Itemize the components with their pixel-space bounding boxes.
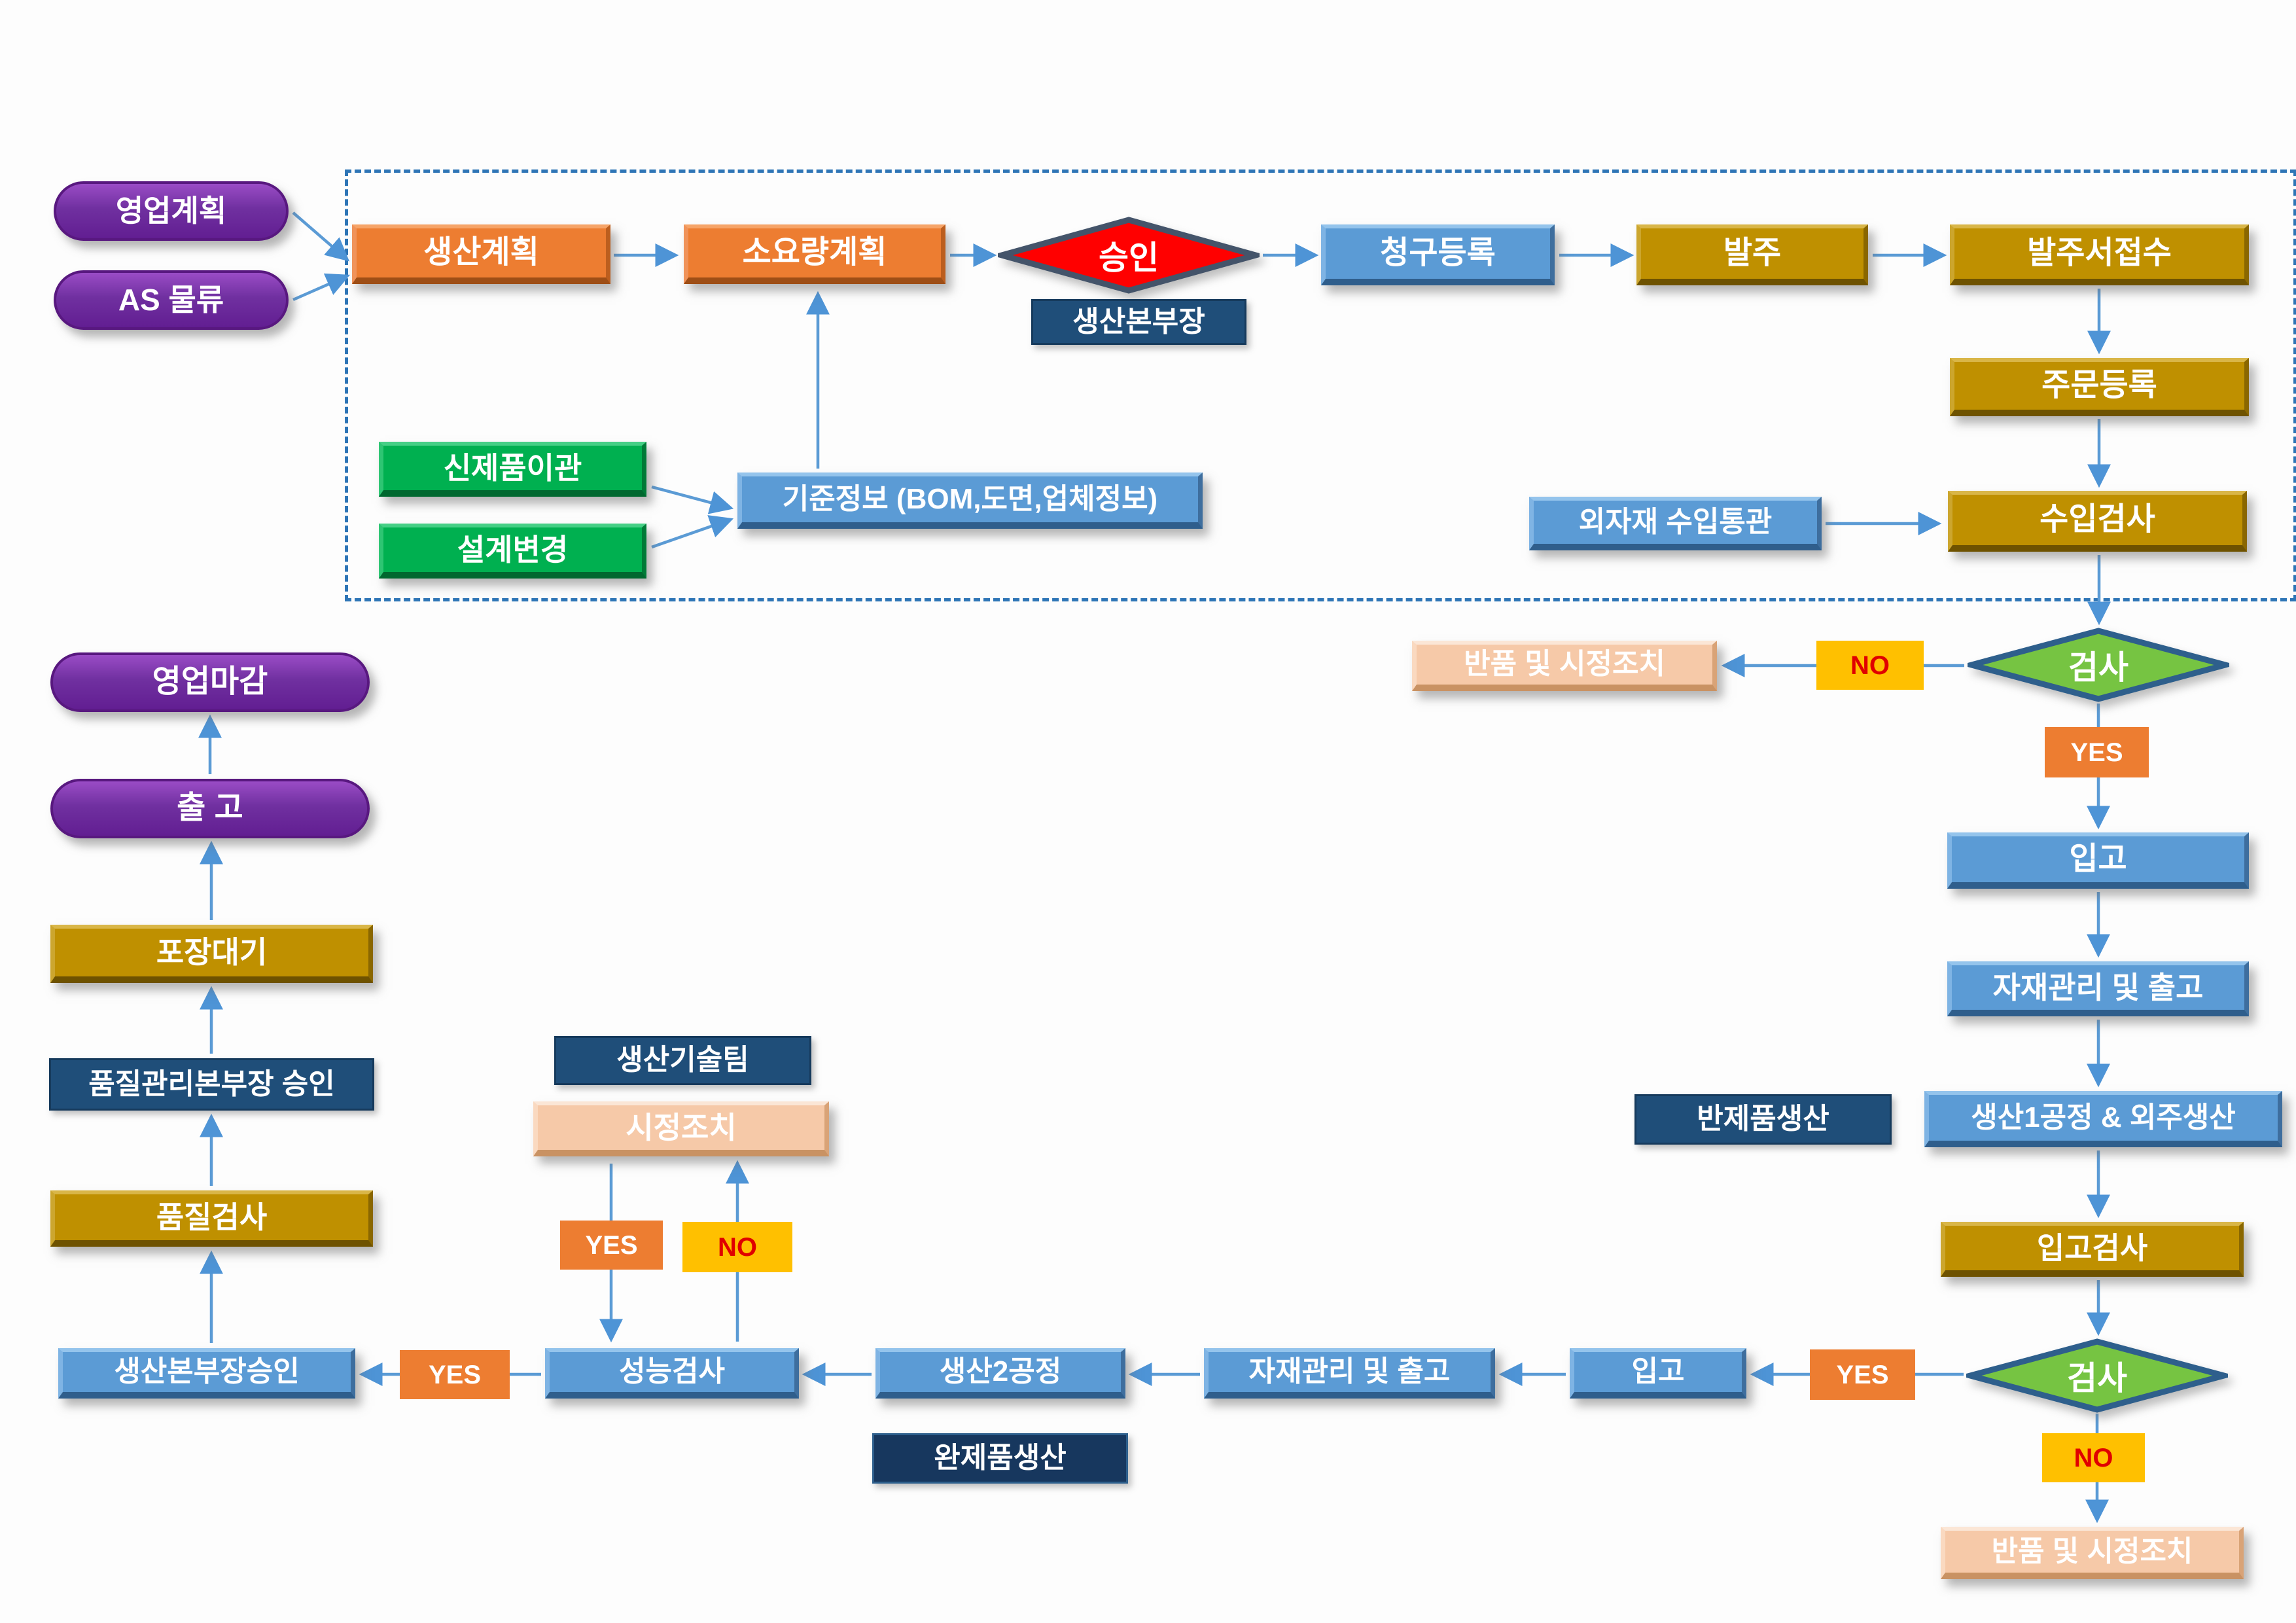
- badge-yes-bottom-right: YES: [1810, 1349, 1915, 1400]
- diamond-shape: [1966, 1338, 2228, 1413]
- decision-label: 승인: [1099, 240, 1159, 276]
- label-prod-tech-team: 생산기술팀: [554, 1036, 811, 1085]
- arrow-aslogistics-productionplan: [292, 273, 350, 302]
- node-import-inspection: 수입검사: [1948, 491, 2247, 552]
- node-incoming-inspection: 입고검사: [1941, 1222, 2244, 1277]
- node-label: 시정조치: [626, 1110, 737, 1145]
- badge-label: YES: [585, 1230, 638, 1260]
- node-label: 반품 및 시정조치: [1464, 648, 1665, 681]
- diamond-shape: [998, 217, 1260, 294]
- node-label: 외자재 수입통관: [1578, 505, 1773, 538]
- node-label: 생산기술팀: [616, 1044, 749, 1077]
- node-label: 설계변경: [457, 532, 569, 567]
- node-as-logistics: AS 물류: [54, 270, 289, 330]
- node-label: 성능검사: [619, 1355, 725, 1388]
- node-label: 주문등록: [2041, 368, 2157, 403]
- decision-label: 검사: [2068, 649, 2128, 686]
- badge-yes-mid: YES: [560, 1221, 663, 1270]
- node-material-out-right: 자재관리 및 출고: [1947, 961, 2249, 1016]
- badge-label: YES: [1836, 1360, 1889, 1389]
- node-label: 수입검사: [2040, 502, 2155, 537]
- decision-inspection-bottom: 검사: [1966, 1338, 2228, 1413]
- node-new-product-transfer: 신제품이관: [379, 442, 646, 497]
- decision-approval: 승인: [998, 216, 1260, 294]
- node-label: 포장대기: [156, 935, 268, 970]
- node-sales-closing: 영업마감: [50, 652, 370, 712]
- node-label: 반품 및 시정조치: [1991, 1535, 2193, 1567]
- node-label: 반제품생산: [1697, 1103, 1829, 1135]
- node-sales-plan: 영업계획: [54, 181, 289, 241]
- node-order-register: 주문등록: [1950, 358, 2249, 416]
- badge-no-mid: NO: [682, 1222, 792, 1272]
- node-material-out-bottom: 자재관리 및 출고: [1204, 1348, 1495, 1399]
- node-production1: 생산1공정 & 외주생산: [1924, 1091, 2282, 1147]
- node-order-receipt: 발주서접수: [1950, 224, 2249, 285]
- node-order-issue: 발주: [1636, 224, 1868, 285]
- node-label: 신제품이관: [443, 450, 582, 485]
- node-receiving-bottom: 입고: [1570, 1348, 1746, 1399]
- node-return-corrective-bottom: 반품 및 시정조치: [1941, 1527, 2244, 1579]
- node-performance-test: 성능검사: [545, 1348, 799, 1399]
- badge-no-top: NO: [1816, 641, 1924, 690]
- node-design-change: 설계변경: [379, 524, 646, 579]
- badge-no-bottom: NO: [2042, 1433, 2145, 1482]
- node-label: 생산계획: [423, 235, 539, 270]
- badge-label: YES: [2070, 738, 2123, 767]
- label-semi-product: 반제품생산: [1634, 1094, 1892, 1145]
- node-production-plan: 생산계획: [352, 224, 610, 284]
- node-label: 생산본부장승인: [114, 1355, 300, 1388]
- node-corrective-action: 시정조치: [533, 1101, 829, 1156]
- arrow-designchange-baseinfo: [651, 515, 734, 549]
- badge-label: NO: [718, 1232, 757, 1262]
- decision-inspection-top: 검사: [1968, 628, 2229, 702]
- badge-yes-top: YES: [2045, 727, 2149, 777]
- node-label: 품질검사: [156, 1200, 268, 1234]
- diamond-shape: [1968, 628, 2229, 702]
- node-label: 생산1공정 & 외주생산: [1971, 1101, 2236, 1133]
- node-label: 완제품생산: [934, 1442, 1067, 1474]
- node-label: 기준정보 (BOM,도면,업체정보): [782, 482, 1158, 515]
- node-label: 자재관리 및 출고: [1992, 970, 2204, 1005]
- badge-label: NO: [2074, 1443, 2113, 1472]
- node-label: AS 물류: [118, 283, 224, 317]
- node-requirement-plan: 소요량계획: [684, 224, 945, 284]
- node-packaging-wait: 포장대기: [50, 925, 373, 983]
- node-label: 발주: [1723, 236, 1782, 271]
- node-label: 발주서접수: [2027, 236, 2172, 271]
- node-label: 청구등록: [1380, 236, 1496, 271]
- node-quality-inspection: 품질검사: [50, 1190, 373, 1247]
- node-label: 입고검사: [2036, 1230, 2148, 1265]
- node-label: 입고: [1631, 1355, 1685, 1388]
- node-label: 입고: [2069, 841, 2127, 876]
- node-prod-head-approval: 생산본부장승인: [58, 1348, 355, 1399]
- node-label: 생산2공정: [939, 1355, 1062, 1388]
- node-label: 품질관리본부장 승인: [88, 1067, 335, 1100]
- arrow-newproduct-baseinfo: [651, 485, 734, 514]
- node-label: 영업계획: [115, 194, 227, 228]
- node-import-customs: 외자재 수입통관: [1529, 497, 1822, 550]
- label-finished-product: 완제품생산: [872, 1433, 1128, 1484]
- planning-dashed-region: [345, 169, 2296, 601]
- node-label: 소요량계획: [742, 235, 887, 270]
- node-base-info: 기준정보 (BOM,도면,업체정보): [737, 473, 1203, 529]
- badge-label: NO: [1850, 651, 1890, 680]
- arrow-salesplan-productionplan: [292, 211, 350, 262]
- node-label: 영업마감: [152, 664, 268, 700]
- node-receiving-right: 입고: [1947, 832, 2249, 889]
- node-return-corrective-top: 반품 및 시정조치: [1412, 641, 1717, 691]
- badge-label: YES: [428, 1360, 482, 1389]
- label-prod-head: 생산본부장: [1031, 299, 1246, 345]
- node-shipment: 출 고: [50, 779, 370, 838]
- node-label: 생산본부장: [1072, 305, 1205, 338]
- node-label: 자재관리 및 출고: [1248, 1355, 1451, 1388]
- node-production2: 생산2공정: [875, 1348, 1125, 1399]
- node-qc-head-approval: 품질관리본부장 승인: [49, 1058, 374, 1111]
- node-request-register: 청구등록: [1321, 224, 1555, 285]
- node-label: 출 고: [177, 791, 243, 826]
- badge-yes-bottom-left: YES: [400, 1350, 510, 1399]
- decision-label: 검사: [2067, 1360, 2127, 1397]
